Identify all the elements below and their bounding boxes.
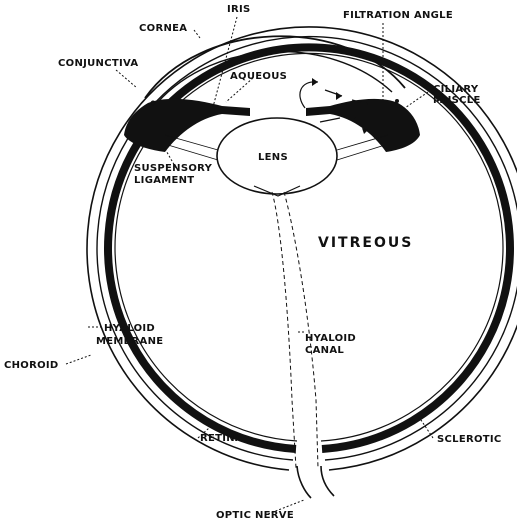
label-cornea: CORNEA — [139, 23, 187, 34]
label-hyaloid-membrane-2: MEMBRANE — [96, 336, 163, 347]
label-conjunctiva: CONJUNCTIVA — [58, 58, 138, 69]
label-retina: RETINA — [200, 433, 243, 444]
label-filtration-angle: FILTRATION ANGLE — [343, 10, 453, 21]
label-choroid: CHOROID — [4, 360, 59, 371]
label-hyaloid-canal-2: CANAL — [305, 345, 344, 356]
label-aqueous: AQUEOUS — [230, 71, 287, 82]
label-hyaloid-canal-1: HYALOID — [305, 333, 356, 344]
hyaloid-canal-right — [284, 192, 318, 468]
hyaloid-canal-left — [272, 192, 296, 468]
left-ciliary-body — [124, 99, 250, 152]
label-muscle: MUSCLE — [433, 95, 481, 106]
label-vitreous: VITREOUS — [318, 235, 413, 251]
label-optic-nerve: OPTIC NERVE — [216, 510, 294, 521]
canal-dot — [395, 99, 399, 103]
label-suspensory: SUSPENSORY — [134, 163, 213, 174]
label-hyaloid-membrane-1: HYALOID — [104, 323, 155, 334]
label-sclerotic: SCLEROTIC — [437, 434, 502, 445]
label-lens: LENS — [258, 152, 288, 163]
label-ciliary: CILIARY — [433, 84, 479, 95]
optic-nerve — [297, 466, 334, 498]
label-ligament: LIGAMENT — [134, 175, 194, 186]
label-iris: IRIS — [227, 4, 251, 15]
